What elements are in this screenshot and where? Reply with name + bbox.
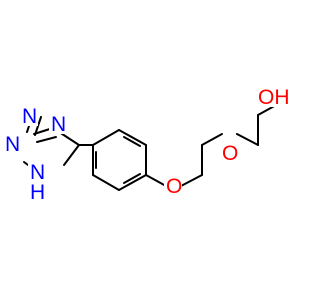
hydroxyl-label: OH — [258, 86, 290, 109]
label-mask — [49, 112, 67, 134]
label-mask — [3, 132, 21, 154]
ether-oxygen-upper-label: O — [222, 142, 238, 165]
molecule-structure: OH O O N N N N H — [3, 85, 298, 204]
label-mask — [256, 85, 298, 107]
tetrazole-n1-label: N — [51, 113, 66, 136]
bond — [123, 136, 141, 147]
label-mask — [220, 141, 238, 163]
label-mask — [164, 174, 182, 196]
label-mask — [20, 104, 38, 126]
label-mask — [28, 160, 46, 182]
ether-oxygen-lower-label: O — [166, 175, 182, 198]
bond — [63, 144, 80, 166]
bond — [36, 136, 57, 143]
bond — [180, 174, 203, 187]
bond — [201, 133, 223, 146]
bond — [123, 173, 141, 184]
tetrazole-hydrogen-label: H — [30, 181, 45, 204]
tetrazole-n3-label: N — [5, 133, 20, 156]
bond — [145, 174, 167, 187]
bond — [236, 133, 259, 146]
tetrazole-nh-label: N — [30, 161, 45, 184]
bond — [118, 174, 147, 191]
tetrazole-n2-label: N — [22, 105, 37, 128]
bond — [92, 174, 120, 191]
bond — [118, 129, 147, 146]
bond — [92, 129, 120, 146]
label-mask — [28, 180, 46, 202]
